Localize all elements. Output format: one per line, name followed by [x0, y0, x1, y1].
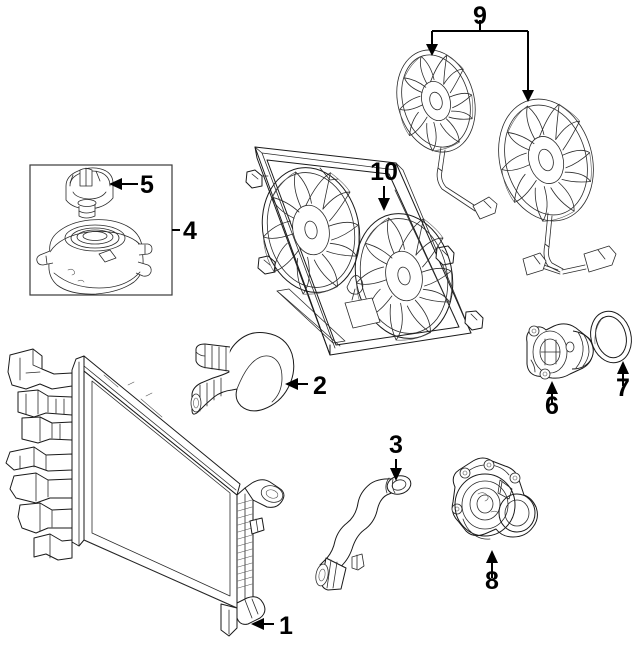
callout-10: 10	[370, 158, 398, 211]
callout-8-arrow	[486, 550, 498, 563]
callout-9: 9	[426, 2, 534, 102]
callout-3: 3	[389, 431, 403, 481]
callout-9-arrow-left	[426, 44, 438, 56]
callout-3-arrow	[390, 468, 402, 481]
part-reservoir-cap	[65, 167, 114, 219]
callout-9-arrow-right	[522, 90, 534, 102]
part-water-pump	[451, 457, 538, 540]
part-fan-shroud-assembly	[245, 146, 484, 356]
callout-7-arrow	[617, 361, 629, 374]
callout-label-8: 8	[485, 567, 499, 595]
callout-2-arrow	[285, 378, 298, 390]
callout-10-arrow	[378, 198, 390, 211]
callout-8: 8	[485, 550, 499, 595]
shroud-fan-left	[261, 167, 361, 295]
callout-label-9: 9	[473, 2, 487, 30]
callout-label-10: 10	[370, 158, 398, 186]
callout-label-5: 5	[140, 171, 154, 199]
part-cooling-fan-left	[396, 49, 498, 220]
part-lower-radiator-hose	[315, 475, 412, 591]
callout-label-6: 6	[545, 392, 559, 420]
shroud-fan-right	[354, 213, 454, 341]
part-cooling-fan-blades-group	[396, 49, 617, 276]
callout-6-arrow	[546, 381, 558, 394]
part-upper-radiator-hose	[190, 332, 295, 415]
callout-1-arrow	[251, 618, 264, 630]
callout-5: 5	[109, 171, 154, 199]
callout-label-7: 7	[616, 374, 630, 402]
part-coolant-reservoir-group	[29, 164, 173, 296]
callout-label-3: 3	[389, 431, 403, 459]
callout-6: 6	[545, 381, 559, 420]
callout-4: 4	[172, 217, 197, 245]
part-thermostat-o-ring	[590, 310, 632, 364]
callout-label-4: 4	[183, 217, 197, 245]
part-cooling-fan-right	[498, 98, 617, 276]
callout-layer: 9 10 5 4 2 3	[109, 2, 630, 640]
callout-label-1: 1	[279, 612, 293, 640]
callout-7: 7	[616, 361, 630, 402]
callout-5-arrow	[109, 178, 122, 190]
callout-1: 1	[251, 612, 293, 640]
callout-label-2: 2	[313, 372, 327, 400]
part-thermostat-housing	[526, 323, 594, 380]
part-coolant-reservoir-tank	[36, 219, 153, 295]
part-radiator	[5, 348, 285, 637]
callout-2: 2	[285, 372, 327, 400]
